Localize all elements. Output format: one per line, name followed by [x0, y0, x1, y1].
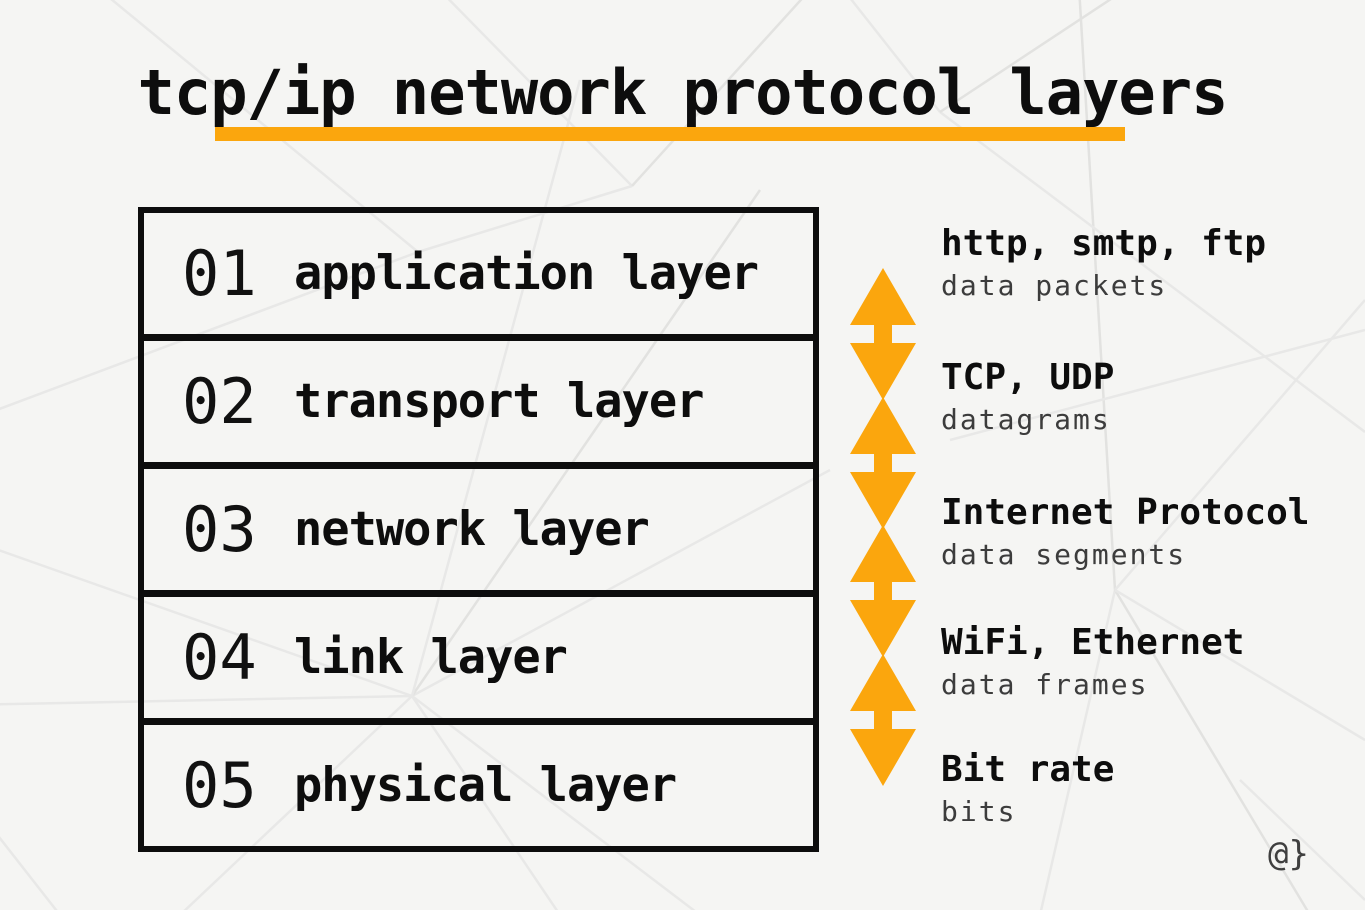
- layer-number: 03: [182, 493, 257, 566]
- protocol-note-physical: Bit rate bits: [941, 748, 1114, 829]
- layer-row-link: 04 link layer: [144, 597, 813, 725]
- protocol-note-application: http, smtp, ftp data packets: [941, 222, 1266, 303]
- protocol-names: http, smtp, ftp: [941, 223, 1267, 264]
- protocol-names: Internet Protocol: [941, 492, 1310, 533]
- page-title: tcp/ip network protocol layers: [137, 56, 1229, 129]
- watermark-logo: @}: [1268, 834, 1309, 874]
- layer-number: 02: [182, 365, 257, 438]
- title-underline: [215, 127, 1125, 141]
- data-unit: data frames: [941, 668, 1149, 701]
- protocol-names: WiFi, Ethernet: [941, 622, 1245, 663]
- double-arrow-icon: [850, 268, 916, 400]
- layer-name: physical layer: [294, 758, 677, 813]
- layer-row-network: 03 network layer: [144, 469, 813, 597]
- double-arrow-icon: [850, 397, 916, 529]
- protocol-note-transport: TCP, UDP datagrams: [941, 356, 1114, 437]
- layer-row-physical: 05 physical layer: [144, 725, 813, 846]
- layer-name: application layer: [294, 246, 759, 301]
- protocol-names: Bit rate: [941, 749, 1115, 790]
- layer-number: 05: [182, 749, 257, 822]
- protocol-layer-stack: 01 application layer 02 transport layer …: [138, 207, 819, 852]
- layer-name: network layer: [294, 502, 650, 557]
- double-arrow-icon: [850, 525, 916, 657]
- protocol-names: TCP, UDP: [941, 357, 1115, 398]
- layer-row-application: 01 application layer: [144, 213, 813, 341]
- layer-number: 04: [182, 621, 257, 694]
- data-unit: data packets: [941, 269, 1168, 302]
- layer-name: link layer: [294, 630, 568, 685]
- layer-name: transport layer: [294, 374, 704, 429]
- layer-number: 01: [182, 237, 257, 310]
- data-unit: bits: [941, 795, 1017, 828]
- data-unit: datagrams: [941, 403, 1111, 436]
- protocol-note-link: WiFi, Ethernet data frames: [941, 621, 1244, 702]
- protocol-note-network: Internet Protocol data segments: [941, 491, 1309, 572]
- data-unit: data segments: [941, 538, 1187, 571]
- layer-row-transport: 02 transport layer: [144, 341, 813, 469]
- double-arrow-icon: [850, 654, 916, 786]
